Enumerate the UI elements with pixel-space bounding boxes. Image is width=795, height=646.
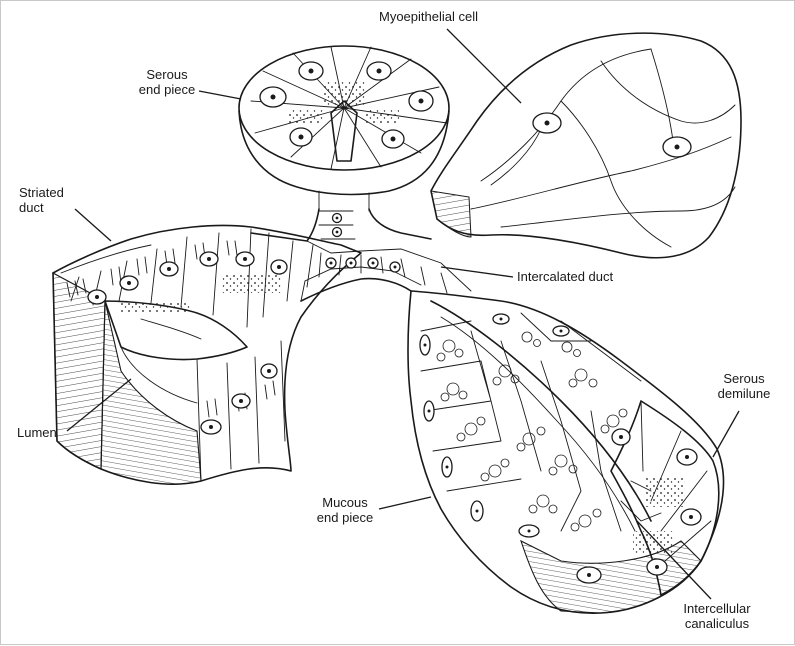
leader-mucous-end-piece [378, 496, 432, 510]
mucous-cells [419, 312, 642, 538]
intercalated-duct [250, 208, 472, 302]
leader-serous-end-piece [198, 90, 242, 100]
label-lumen: Lumen [17, 425, 57, 440]
serous-demilune [576, 400, 720, 596]
label-mucous-end-piece: Mucous end piece [316, 495, 374, 525]
label-serous-demilune: Serous demilune [717, 371, 771, 401]
mucous-end-piece [407, 290, 725, 614]
leader-serous-demilune [712, 410, 740, 458]
myoepithelial-nuclei [532, 112, 692, 158]
leader-striated-duct [74, 208, 112, 242]
intercalated-duct-nuclei [325, 212, 401, 273]
leader-intercalated-duct [440, 266, 514, 278]
striated-duct [52, 224, 362, 486]
leader-intercellular-canaliculus [636, 520, 712, 600]
leader-lines [66, 28, 740, 600]
label-serous-end-piece: Serous end piece [138, 67, 196, 97]
label-intercellular-canaliculus: Intercellular canaliculus [683, 601, 751, 631]
label-myoepithelial-cell: Myoepithelial cell [379, 9, 478, 24]
label-striated-duct: Striated duct [19, 185, 64, 215]
myoepithelial-capsule [430, 32, 742, 259]
label-intercalated-duct: Intercalated duct [517, 269, 614, 284]
leader-myoepithelial-cell [446, 28, 522, 104]
leader-lumen [66, 378, 132, 432]
serous-demilune-nuclei [576, 428, 702, 584]
serous-end-piece [238, 45, 450, 212]
striated-duct-nuclei [87, 251, 288, 435]
serous-end-piece-nuclei [259, 61, 434, 149]
